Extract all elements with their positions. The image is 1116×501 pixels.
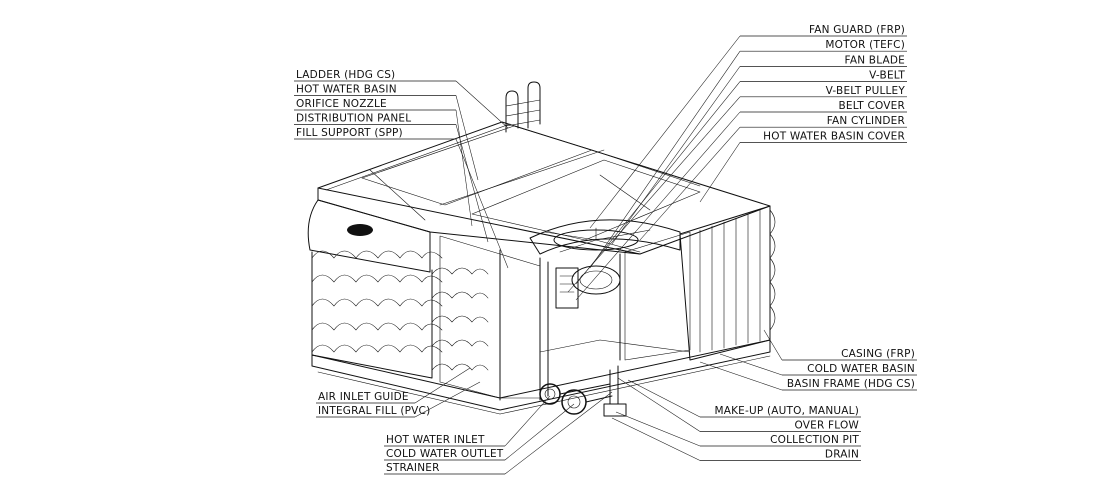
casing [679, 205, 776, 361]
basin [311, 339, 771, 415]
leader-casing [763, 329, 783, 361]
label-fan-blade: FAN BLADE [845, 54, 905, 66]
leader-v-belt [575, 81, 741, 285]
label-collection-pit: COLLECTION PIT [770, 434, 859, 446]
leader-drain [611, 417, 701, 461]
label-air-inlet-guide: AIR INLET GUIDE [318, 391, 409, 403]
leader-hot-water-inlet [504, 395, 551, 447]
labels-center-bottom: HOT WATER INLET COLD WATER OUTLET STRAINER [384, 391, 613, 475]
leader-air-inlet-guide [414, 367, 471, 404]
fill-media [439, 231, 691, 399]
leader-hot-water-basin-cover [699, 142, 741, 203]
leader-cold-water-outlet [504, 403, 575, 461]
label-drain: DRAIN [825, 449, 859, 461]
label-basin-frame: BASIN FRAME (HDG CS) [787, 378, 915, 390]
labels-left-bottom: AIR INLET GUIDE INTEGRAL FILL (PVC) [316, 367, 481, 418]
leader-cold-water-basin [719, 353, 783, 376]
label-orifice-nozzle: ORIFICE NOZZLE [296, 98, 387, 110]
label-v-belt-pulley: V-BELT PULLEY [826, 85, 906, 97]
leader-fan-blade [611, 66, 741, 245]
label-fill-support: FILL SUPPORT (SPP) [296, 127, 403, 139]
ladder [505, 81, 541, 133]
leader-make-up [627, 379, 701, 418]
labels-right-bottom: MAKE-UP (AUTO, MANUAL) OVER FLOW COLLECTIO… [611, 377, 861, 461]
label-ladder: LADDER (HDG CS) [296, 69, 395, 81]
fan-assembly [529, 219, 681, 309]
brand-badge [347, 224, 373, 236]
label-hot-water-basin-cover: HOT WATER BASIN COVER [763, 130, 905, 142]
label-belt-cover: BELT COVER [838, 100, 905, 112]
label-hot-water-inlet: HOT WATER INLET [386, 434, 485, 446]
piping [539, 365, 627, 417]
leader-belt-cover [575, 111, 741, 301]
label-hot-water-basin: HOT WATER BASIN [296, 84, 397, 96]
leader-collection-pit [615, 411, 701, 447]
frame-posts [499, 249, 621, 401]
leader-v-belt-pulley [567, 96, 741, 293]
air-inlet-louvers-left [307, 199, 489, 379]
label-fan-cylinder: FAN CYLINDER [827, 115, 905, 127]
leader-strainer [504, 391, 613, 475]
leader-ladder [455, 80, 509, 129]
label-v-belt: V-BELT [869, 70, 905, 82]
label-over-flow: OVER FLOW [795, 420, 860, 432]
cooling-tower-illustration [307, 81, 776, 417]
leader-hot-water-basin [455, 95, 479, 181]
leader-fan-guard [589, 35, 741, 229]
leader-orifice-nozzle [455, 109, 473, 227]
label-integral-fill: INTEGRAL FILL (PVC) [318, 405, 430, 417]
leader-distribution-panel [455, 124, 489, 243]
leader-basin-frame [699, 361, 783, 391]
leader-integral-fill [414, 381, 481, 418]
leader-motor [589, 51, 741, 269]
label-cold-water-outlet: COLD WATER OUTLET [386, 448, 504, 460]
label-casing: CASING (FRP) [841, 348, 915, 360]
label-strainer: STRAINER [386, 462, 440, 474]
leader-over-flow [617, 377, 701, 432]
label-motor: MOTOR (TEFC) [825, 39, 905, 51]
leader-fan-cylinder [639, 127, 741, 241]
labels-left: LADDER (HDG CS) HOT WATER BASIN ORIFICE NO… [294, 69, 509, 269]
labels-right-mid: CASING (FRP) COLD WATER BASIN BASIN FRAME … [699, 329, 917, 391]
top-deck [317, 121, 771, 255]
labels-right-top: FAN GUARD (FRP) MOTOR (TEFC) FAN BLADE V-BE… [567, 24, 907, 301]
label-cold-water-basin: COLD WATER BASIN [807, 363, 915, 375]
label-fan-guard: FAN GUARD (FRP) [809, 24, 905, 36]
label-make-up: MAKE-UP (AUTO, MANUAL) [714, 405, 859, 417]
label-distribution-panel: DISTRIBUTION PANEL [296, 113, 411, 125]
leader-fill-support [455, 138, 509, 269]
